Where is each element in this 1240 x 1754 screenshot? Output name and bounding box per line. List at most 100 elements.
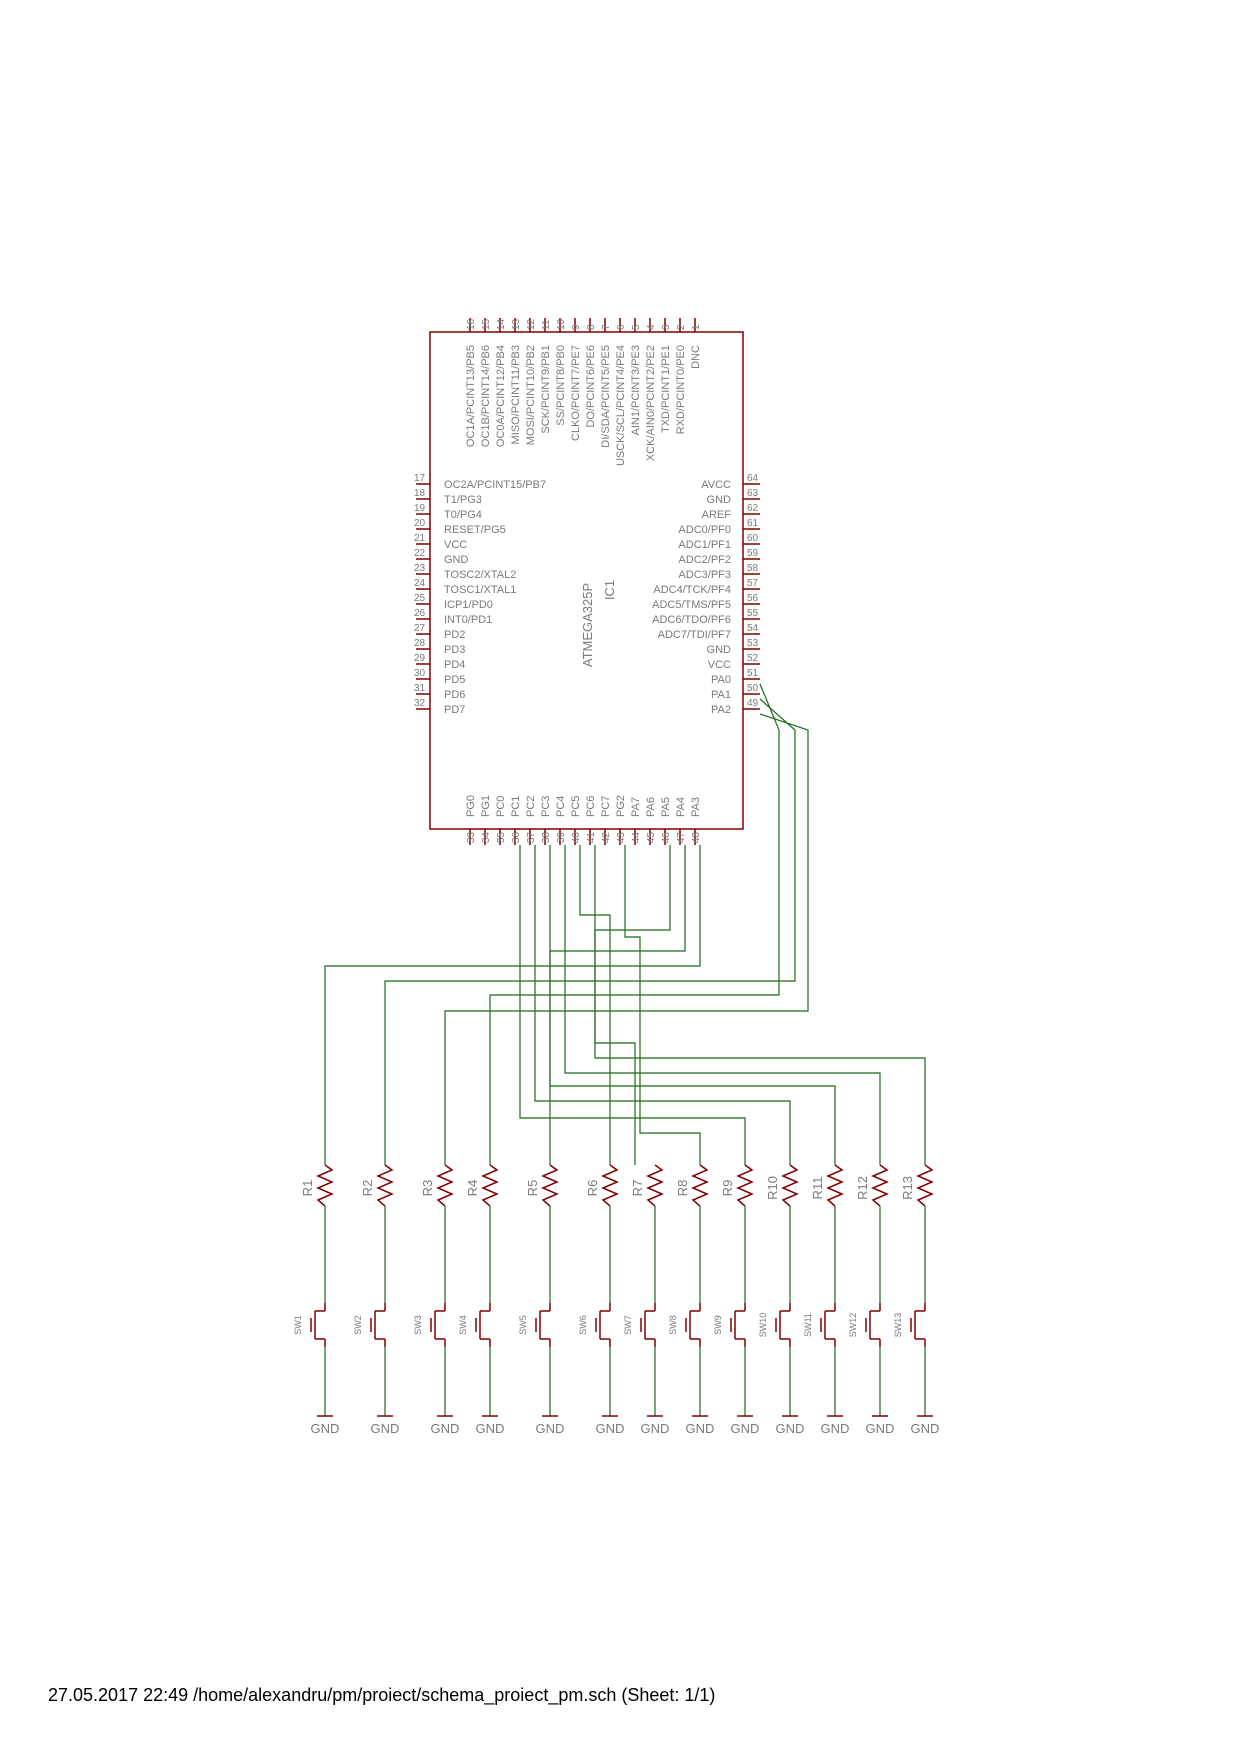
pin-label-27: PD2 (444, 629, 465, 641)
pin-number-35: 35 (496, 832, 507, 844)
resistor-label-R5: R5 (525, 1180, 540, 1197)
resistor-label-R3: R3 (420, 1180, 435, 1197)
switch-label-SW6: SW6 (578, 1315, 588, 1335)
pin-label-4: XCK/AIN0/PCINT2/PE2 (645, 345, 657, 461)
resistor-R9 (736, 1164, 754, 1207)
resistor-label-R2: R2 (360, 1180, 375, 1197)
pin-number-56: 56 (747, 593, 759, 604)
resistor-R8 (691, 1164, 709, 1207)
ground-label-3: GND (431, 1421, 460, 1436)
pin-number-24: 24 (414, 578, 426, 589)
switch-label-SW7: SW7 (623, 1315, 633, 1335)
pin-label-3: TXD/PCINT1/PE1 (660, 345, 672, 433)
pin-number-61: 61 (747, 518, 759, 529)
resistor-label-R8: R8 (675, 1180, 690, 1197)
pin-number-21: 21 (414, 533, 426, 544)
pin-number-55: 55 (747, 608, 759, 619)
pin-number-17: 17 (414, 473, 426, 484)
pin-number-51: 51 (747, 668, 759, 679)
resistor-label-R13: R13 (900, 1176, 915, 1200)
wire-10 (534, 845, 791, 1165)
pin-number-52: 52 (747, 653, 759, 664)
pin-label-16: OC1A/PCINT13/PB5 (465, 345, 477, 447)
microcontroller-ic1: 17OC2A/PCINT15/PB718T1/PG319T0/PG420RESE… (414, 318, 760, 845)
pin-number-53: 53 (747, 638, 759, 649)
pin-number-25: 25 (414, 593, 426, 604)
resistor-label-R10: R10 (765, 1176, 780, 1200)
resistor-label-R6: R6 (585, 1180, 600, 1197)
pin-label-17: OC2A/PCINT15/PB7 (444, 479, 546, 491)
pin-number-8: 8 (586, 324, 597, 330)
resistor-R13 (916, 1164, 934, 1207)
pin-label-64: AVCC (701, 479, 731, 491)
wire-11 (549, 845, 836, 1165)
pin-label-59: ADC2/PF2 (678, 554, 731, 566)
pin-number-45: 45 (646, 832, 657, 844)
pin-label-30: PD5 (444, 674, 465, 686)
ground-label-13: GND (911, 1421, 940, 1436)
pin-label-28: PD3 (444, 644, 465, 656)
pin-label-54: ADC7/TDI/PF7 (658, 629, 731, 641)
pin-number-1: 1 (691, 324, 702, 330)
ground-label-12: GND (866, 1421, 895, 1436)
pin-label-37: PC2 (525, 796, 537, 817)
pin-number-9: 9 (571, 324, 582, 330)
button-channels: R1SW1GNDR2SW2GNDR3SW3GNDR4SW4GNDR5SW5GND… (293, 1164, 940, 1436)
pin-label-18: T1/PG3 (444, 494, 482, 506)
pin-number-6: 6 (616, 324, 627, 330)
pin-number-16: 16 (466, 318, 477, 330)
pin-number-31: 31 (414, 683, 426, 694)
pin-number-39: 39 (556, 832, 567, 844)
pin-number-50: 50 (747, 683, 759, 694)
ground-label-7: GND (641, 1421, 670, 1436)
pin-number-20: 20 (414, 518, 426, 529)
switch-label-SW13: SW13 (893, 1313, 903, 1338)
pin-label-10: SS/PCINT8/PB0 (555, 345, 567, 426)
pin-label-56: ADC5/TMS/PF5 (652, 599, 731, 611)
pin-number-28: 28 (414, 638, 426, 649)
pin-label-31: PD6 (444, 689, 465, 701)
pin-label-5: AIN1/PCINT3/PE3 (630, 345, 642, 435)
pin-label-47: PA4 (675, 797, 687, 817)
pin-number-22: 22 (414, 548, 426, 559)
pin-label-34: PG1 (480, 795, 492, 817)
pin-label-8: DO/PCINT6/PE6 (585, 345, 597, 428)
pin-number-58: 58 (747, 563, 759, 574)
wire-1 (324, 845, 701, 1165)
pin-label-40: PC5 (570, 796, 582, 817)
pin-number-19: 19 (414, 503, 426, 514)
wire-7 (594, 845, 671, 1165)
pin-label-50: PA1 (711, 689, 731, 701)
pin-label-57: ADC4/TCK/PF4 (653, 584, 731, 596)
signal-wires (324, 683, 926, 1165)
pin-label-13: MISO/PCINT11/PB3 (510, 345, 522, 444)
pin-label-15: OC1B/PCINT14/PB6 (480, 345, 492, 447)
pin-number-12: 12 (526, 318, 537, 330)
pin-number-26: 26 (414, 608, 426, 619)
ground-label-5: GND (536, 1421, 565, 1436)
pin-number-48: 48 (691, 832, 702, 844)
pin-label-35: PC0 (495, 796, 507, 817)
wire-13 (594, 845, 926, 1165)
pin-label-24: TOSC1/XTAL1 (444, 584, 516, 596)
pin-number-49: 49 (747, 698, 759, 709)
pin-number-3: 3 (661, 324, 672, 330)
pin-label-14: OC0A/PCINT12/PB4 (495, 345, 507, 447)
switch-label-SW9: SW9 (713, 1315, 723, 1335)
pin-number-14: 14 (496, 318, 507, 330)
resistor-R3 (436, 1164, 454, 1207)
pin-number-7: 7 (601, 324, 612, 330)
ground-label-9: GND (731, 1421, 760, 1436)
chip-ref: IC1 (602, 580, 617, 600)
resistor-label-R12: R12 (855, 1176, 870, 1200)
ground-label-8: GND (686, 1421, 715, 1436)
resistor-R6 (601, 1164, 619, 1207)
switch-label-SW4: SW4 (458, 1315, 468, 1335)
switch-label-SW5: SW5 (518, 1315, 528, 1335)
switch-label-SW2: SW2 (353, 1315, 363, 1335)
pin-number-30: 30 (414, 668, 426, 679)
